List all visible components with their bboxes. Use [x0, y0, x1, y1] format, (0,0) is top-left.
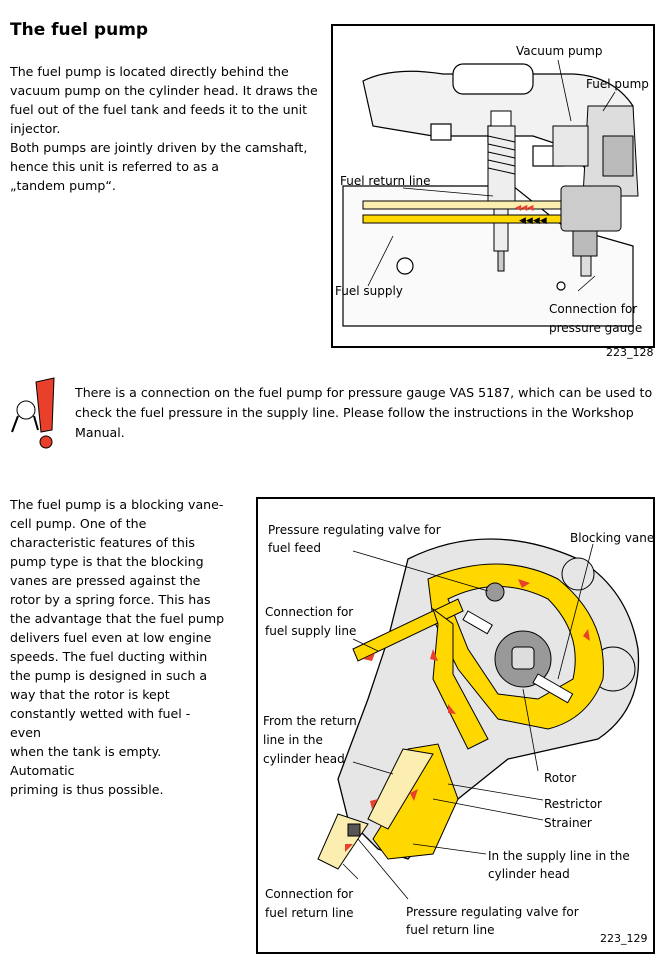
- text-line: There is a connection on the fuel pump f…: [75, 383, 655, 403]
- intro-paragraph: The fuel pump is located directly behind…: [10, 62, 320, 195]
- text-line: The fuel pump is a blocking vane-: [10, 495, 225, 514]
- label-prv-return-line2: fuel return line: [406, 921, 495, 939]
- label-restrictor: Restrictor: [544, 795, 602, 813]
- label-strainer: Strainer: [544, 814, 592, 832]
- text-line: hence this unit is referred to as a: [10, 157, 320, 176]
- figure-vane-cell-pump: Pressure regulating valve for fuel feed …: [256, 497, 655, 954]
- label-fuel-return-line: Fuel return line: [340, 172, 431, 190]
- label-prv-return-line1: Pressure regulating valve for: [406, 903, 579, 921]
- text-line: characteristic features of this: [10, 533, 225, 552]
- label-in-supply-line2: cylinder head: [488, 865, 570, 883]
- text-line: „tandem pump“.: [10, 176, 320, 195]
- text-line: way that the rotor is kept: [10, 685, 225, 704]
- text-line: when the tank is empty. Automatic: [10, 742, 225, 780]
- text-line: rotor by a spring force. This has: [10, 590, 225, 609]
- label-prv-feed-line2: fuel feed: [268, 539, 321, 557]
- text-line: pump type is that the blocking: [10, 552, 225, 571]
- label-vacuum-pump: Vacuum pump: [516, 42, 602, 60]
- text-line: the advantage that the fuel pump: [10, 609, 225, 628]
- svg-text:◀◀◀: ◀◀◀: [515, 203, 534, 212]
- text-line: check the fuel pressure in the supply li…: [75, 403, 655, 423]
- label-prv-feed-line1: Pressure regulating valve for: [268, 521, 441, 539]
- figure1-caption: 223_128: [606, 346, 654, 359]
- label-from-return-line1: From the return: [263, 712, 357, 730]
- text-line: the pump is designed in such a: [10, 666, 225, 685]
- text-line: priming is thus possible.: [10, 780, 225, 799]
- text-line: The fuel pump is located directly behind…: [10, 62, 320, 81]
- label-conn-return-line2: fuel return line: [265, 904, 354, 922]
- label-conn-return-line1: Connection for: [265, 885, 353, 903]
- text-line: Manual.: [75, 423, 655, 443]
- text-line: injector.: [10, 119, 320, 138]
- label-from-return-line3: cylinder head: [263, 750, 345, 768]
- label-fuel-pump: Fuel pump: [586, 75, 649, 93]
- label-rotor: Rotor: [544, 769, 576, 787]
- svg-text:◀◀◀◀: ◀◀◀◀: [519, 216, 547, 226]
- figure-tandem-pump: ◀◀◀ ◀◀◀◀ Vacuum pump Fuel pump Fuel retu…: [331, 24, 655, 348]
- text-line: vanes are pressed against the: [10, 571, 225, 590]
- page-title: The fuel pump: [10, 20, 148, 40]
- warning-figure-icon: [8, 372, 70, 450]
- label-fuel-supply: Fuel supply: [335, 282, 403, 300]
- label-blocking-vane: Blocking vane: [570, 529, 654, 547]
- label-in-supply-line1: In the supply line in the: [488, 847, 630, 865]
- text-line: Both pumps are jointly driven by the cam…: [10, 138, 320, 157]
- text-line: cell pump. One of the: [10, 514, 225, 533]
- label-conn-supply-line2: fuel supply line: [265, 622, 356, 640]
- text-line: constantly wetted with fuel - even: [10, 704, 225, 742]
- text-line: vacuum pump on the cylinder head. It dra…: [10, 81, 320, 100]
- note-text: There is a connection on the fuel pump f…: [75, 383, 655, 443]
- text-line: fuel out of the fuel tank and feeds it t…: [10, 100, 320, 119]
- label-conn-supply-line1: Connection for: [265, 603, 353, 621]
- label-connection-line2: pressure gauge: [549, 319, 642, 337]
- text-line: speeds. The fuel ducting within: [10, 647, 225, 666]
- text-line: delivers fuel even at low engine: [10, 628, 225, 647]
- label-connection-line1: Connection for: [549, 300, 637, 318]
- label-from-return-line2: line in the: [263, 731, 323, 749]
- figure2-caption: 223_129: [600, 932, 648, 945]
- description-paragraph: The fuel pump is a blocking vane- cell p…: [10, 495, 225, 799]
